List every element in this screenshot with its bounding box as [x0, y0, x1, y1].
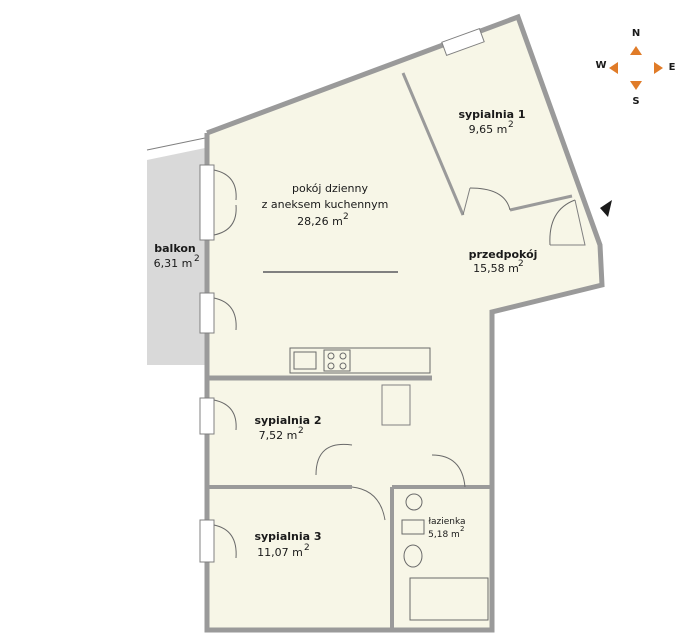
- balcony-label: balkon: [154, 242, 195, 255]
- bathroom-sup: 2: [460, 525, 464, 533]
- bedroom3-label: sypialnia 3: [254, 530, 321, 543]
- closet: [381, 384, 411, 426]
- stove-icon: [323, 349, 351, 372]
- compass: N S W E: [595, 28, 675, 107]
- hall-label: przedpokój: [469, 248, 538, 261]
- bedroom1-door: [462, 187, 471, 216]
- bathtub-icon: [409, 577, 489, 621]
- compass-w: W: [595, 60, 606, 71]
- balcony-area: [147, 148, 205, 365]
- hall-door-arc: [549, 199, 576, 246]
- entrance-arrow-icon: [600, 200, 612, 217]
- outer-wall: [204, 13, 605, 633]
- bathroom-door-arc: [431, 454, 466, 488]
- windows: [199, 27, 485, 563]
- washbasin-icon: [405, 493, 423, 511]
- balcony-sup: 2: [194, 254, 200, 264]
- compass-e: E: [669, 62, 676, 73]
- compass-n: N: [632, 28, 640, 39]
- kitchen-counter: [289, 347, 431, 374]
- living-label-1: pokój dzienny: [292, 182, 368, 195]
- hall-sup: 2: [518, 259, 524, 269]
- hall-area: 15,58 m: [473, 262, 519, 275]
- balcony-area: 6,31 m: [154, 257, 193, 270]
- wall-bedroom1-bottom: [509, 194, 573, 212]
- living-label-2: z aneksem kuchennym: [262, 198, 389, 211]
- wall-bedroom1-left: [401, 72, 465, 216]
- toilet-icon: [401, 519, 425, 535]
- bedroom1-sup: 2: [508, 120, 514, 130]
- living-area: 28,26 m: [297, 215, 343, 228]
- bedroom2-label: sypialnia 2: [254, 414, 321, 427]
- compass-s: S: [632, 96, 639, 107]
- bedroom2-door-arc: [315, 443, 353, 476]
- balcony-rail: [146, 137, 206, 151]
- bedroom3-sup: 2: [304, 543, 310, 553]
- bedroom1-door-arc: [469, 187, 511, 211]
- bedroom3-door-arc: [351, 486, 386, 521]
- bedroom2-sup: 2: [298, 426, 304, 436]
- bedroom1-area: 9,65 m: [469, 123, 508, 136]
- bedroom3-area: 11,07 m: [257, 546, 303, 559]
- bedroom1-label: sypialnia 1: [458, 108, 525, 121]
- apartment-floor: [207, 17, 602, 630]
- bathroom-label: łazienka: [428, 517, 465, 527]
- hall-door: [550, 199, 586, 246]
- living-sup: 2: [343, 212, 349, 222]
- sink-icon: [293, 351, 317, 370]
- bedroom2-area: 7,52 m: [259, 429, 298, 442]
- bathroom-area: 5,18 m: [428, 530, 460, 540]
